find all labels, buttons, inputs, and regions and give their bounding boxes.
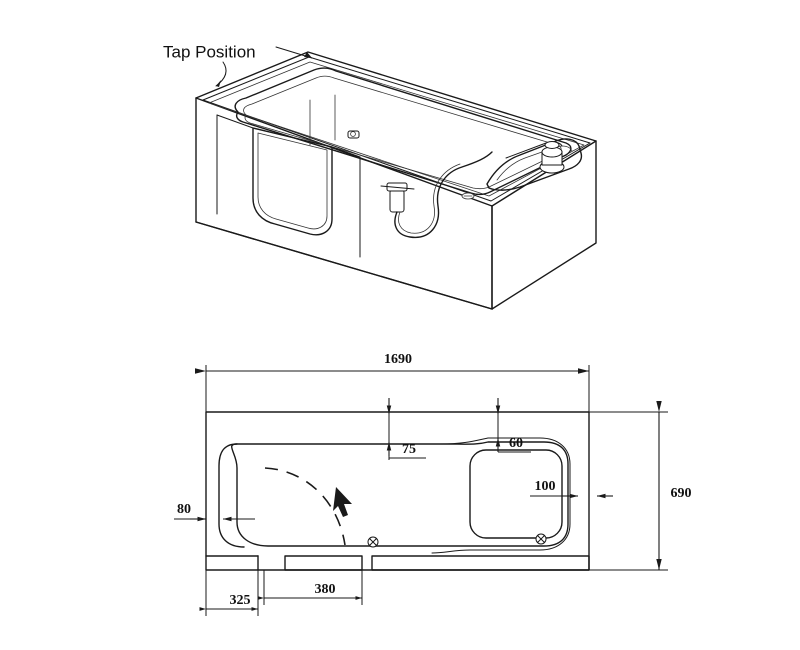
tap-faucet-assembly	[461, 138, 583, 200]
tap-position-leader-arrowhead-1	[216, 80, 221, 87]
plan-basin-step-right	[431, 463, 571, 554]
plan-basin-left-round	[218, 443, 245, 548]
dim-80-text: 80	[177, 502, 191, 517]
basin-rim-inner-outline	[243, 75, 562, 190]
door-swing-indicator	[264, 467, 352, 546]
tap-position-leader-arrowhead-2	[304, 52, 312, 58]
door-latch-hardware	[347, 130, 360, 139]
dimension-panel-b: 380	[257, 560, 363, 605]
plan-basin-outline	[231, 441, 569, 547]
dim-690-text: 690	[671, 486, 692, 501]
flexible-waste-hose-inner	[398, 163, 461, 234]
tub-rim-detail	[202, 56, 591, 202]
door-swing-cursor-arrow	[333, 487, 352, 517]
drain-right-cross-b	[537, 535, 545, 543]
waste-drain-assembly	[380, 151, 493, 239]
tub-front-bottom-edge	[195, 221, 493, 310]
tap-spout-highlight	[496, 145, 573, 181]
drain-left-cross-b	[369, 538, 377, 546]
plan-basin-step-top	[439, 437, 571, 465]
waste-bracket	[380, 185, 415, 190]
tap-spout-body	[486, 138, 583, 191]
dimension-side-wall: 80	[174, 502, 255, 522]
tap-position-annotation: Tap Position	[163, 42, 313, 87]
panel-segment-right	[371, 555, 590, 571]
dimension-panel-a: 325	[199, 570, 259, 616]
basin-interior-seams	[309, 94, 336, 146]
dimension-annotations: 1690 690 75 60	[174, 352, 692, 616]
door-recess-top-right	[331, 146, 361, 158]
tap-position-label: Tap Position	[163, 42, 256, 61]
dimension-seat-offset: 100	[530, 479, 613, 499]
dim-100-text: 100	[535, 479, 556, 494]
dim-325-text: 325	[230, 593, 251, 608]
dimension-rim-offset-left: 75	[386, 398, 426, 460]
door-panel-inner-outline	[257, 132, 328, 230]
flexible-waste-hose	[394, 151, 493, 239]
perspective-view: Tap Position	[163, 42, 597, 310]
dim-75-text: 75	[402, 442, 416, 457]
dim-60-text: 60	[509, 436, 523, 451]
tub-outer-shell	[195, 51, 597, 310]
dim-380-text: 380	[315, 582, 336, 597]
door-recess-top-left	[216, 114, 254, 129]
plan-view	[205, 411, 590, 571]
waste-trap-body	[389, 189, 405, 213]
drain-symbol-right	[535, 533, 547, 545]
plan-seat-outline	[469, 449, 563, 539]
dim-1690-text: 1690	[384, 352, 412, 367]
walk-in-door-panel	[216, 114, 361, 258]
tap-valve-cap	[544, 141, 560, 149]
door-panel-outline	[252, 127, 333, 236]
tub-rim-inner-line	[202, 56, 591, 202]
dimension-overall-width: 690	[589, 401, 692, 571]
latch-knob	[350, 131, 356, 137]
dimension-rim-offset-right: 60	[495, 398, 531, 453]
drain-symbol-left	[367, 536, 379, 548]
tub-right-end-face	[491, 140, 597, 310]
tub-rim-inner-line-2	[208, 61, 585, 197]
dimension-overall-length: 1690	[195, 352, 590, 412]
